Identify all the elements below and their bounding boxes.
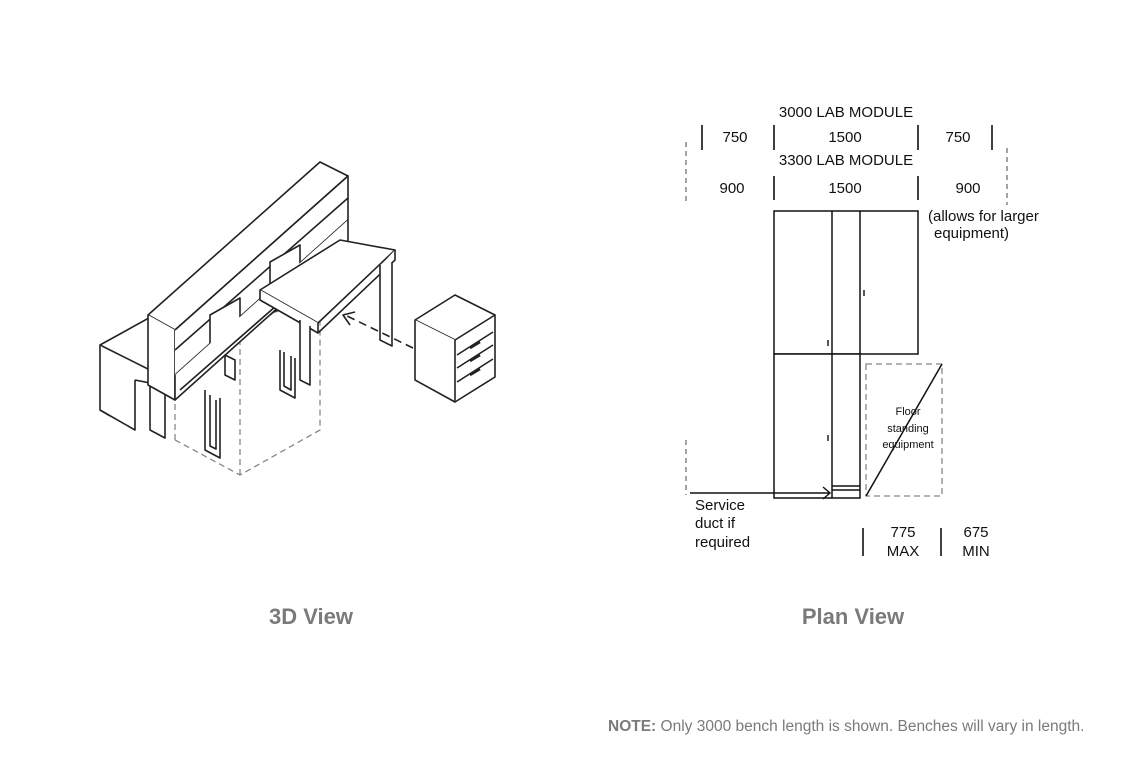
service-duct-line2: duct if: [695, 515, 736, 532]
dim-3000-right: 750: [945, 129, 970, 146]
dim-3300-center: 1500: [828, 180, 861, 197]
floor-standing-equipment-zone: Floor standing equipment: [865, 363, 943, 497]
module-3000-label: 3000 LAB MODULE: [779, 104, 913, 121]
plan-view-drawing: 3000 LAB MODULE 750 1500 750 3300 LAB MO…: [685, 104, 1039, 560]
larger-equipment-note-line2: equipment): [934, 225, 1009, 242]
service-duct-line3: required: [695, 534, 750, 551]
bench-plan-outline: [773, 210, 919, 499]
aisle-min-value: 675: [963, 524, 988, 541]
3d-view-caption: 3D View: [269, 604, 353, 629]
aisle-max-label: MAX: [887, 543, 920, 560]
module-3300-label: 3300 LAB MODULE: [779, 152, 913, 169]
floor-standing-line3: equipment: [882, 439, 933, 451]
dim-3000-left: 750: [722, 129, 747, 146]
larger-equipment-note-line1: (allows for larger: [928, 208, 1039, 225]
isometric-bench-drawing: [99, 161, 496, 476]
service-duct-line1: Service: [695, 497, 745, 514]
aisle-min-label: MIN: [962, 543, 990, 560]
mobile-drawer-cabinet: [414, 294, 496, 403]
service-duct-pointer: [690, 486, 832, 500]
note-text: Only 3000 bench length is shown. Benches…: [656, 718, 1085, 735]
bench-length-note: NOTE: Only 3000 bench length is shown. B…: [608, 718, 1084, 736]
dim-3300-left: 900: [719, 180, 744, 197]
move-arrow: [342, 311, 414, 349]
note-label: NOTE:: [608, 718, 657, 735]
bench-legs: [204, 350, 296, 459]
floor-standing-line2: standing: [887, 423, 929, 435]
plan-view-caption: Plan View: [801, 604, 905, 629]
aisle-max-value: 775: [890, 524, 915, 541]
dim-3000-center: 1500: [828, 129, 861, 146]
floor-standing-line1: Floor: [895, 406, 920, 418]
desk-return: [259, 239, 396, 386]
dim-3300-right: 900: [955, 180, 980, 197]
